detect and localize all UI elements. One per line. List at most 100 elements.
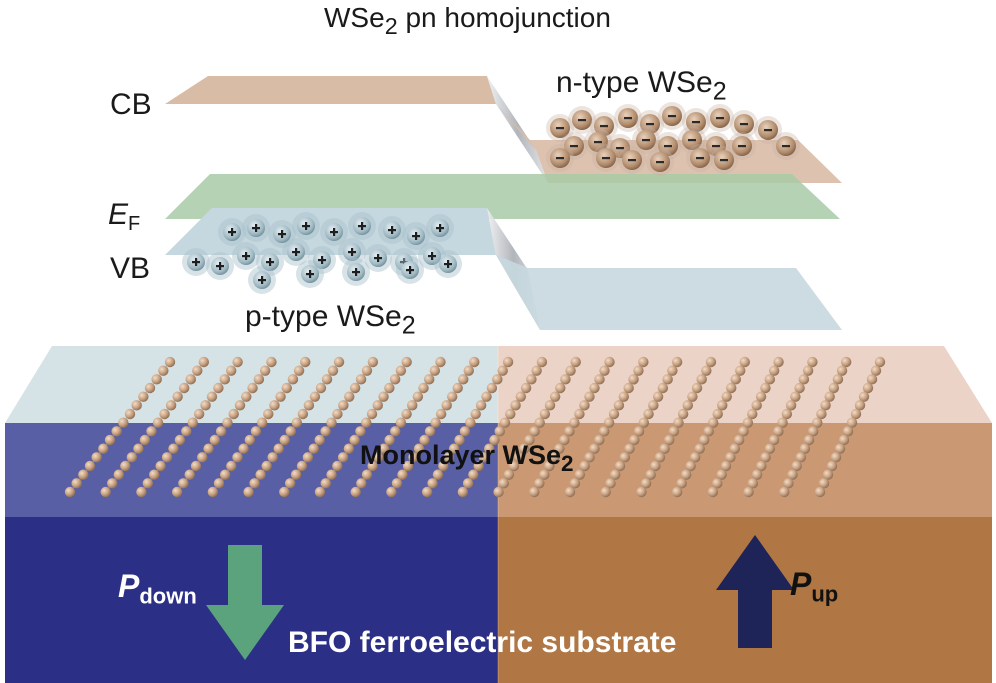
se-atom (619, 452, 630, 463)
electron-minus (646, 123, 654, 126)
se-atom (290, 469, 302, 480)
se-atom (822, 469, 834, 480)
hole (320, 218, 348, 246)
se-atom (384, 434, 395, 446)
se-atom (269, 400, 280, 411)
chain-bond (141, 361, 239, 493)
se-atom (707, 486, 719, 498)
se-atom (349, 382, 361, 394)
se-atom (574, 408, 585, 420)
se-atom (696, 374, 707, 385)
se-atom (219, 374, 230, 385)
hole-plus-v (447, 260, 450, 268)
se-atom (326, 469, 337, 480)
se-atom (226, 460, 237, 472)
chain-bond (283, 361, 374, 493)
se-atom (91, 452, 102, 463)
se-atom (441, 400, 452, 411)
se-atom (273, 443, 284, 454)
se-atom (356, 478, 367, 489)
electron (646, 148, 674, 176)
se-atom (510, 400, 521, 411)
se-atom (652, 391, 664, 402)
se-atom (215, 426, 227, 437)
se-atom (760, 452, 771, 463)
hole-plus-v (409, 266, 412, 274)
se-atom (402, 460, 414, 472)
hole-plus-v (439, 224, 442, 232)
se-atom (275, 391, 286, 402)
se-atom (802, 365, 814, 376)
electron (618, 146, 646, 174)
se-atom (71, 478, 82, 489)
hole (338, 238, 366, 266)
se-atom (828, 382, 840, 394)
hole-plus-v (305, 222, 308, 230)
se-atom (671, 356, 683, 368)
hole-plus-v (261, 276, 264, 284)
se-atom (98, 443, 109, 454)
se-atom (685, 460, 696, 472)
se-atom (104, 434, 116, 446)
electron (728, 132, 756, 160)
se-atom (747, 478, 759, 489)
hole (364, 244, 392, 272)
se-atom (544, 460, 555, 472)
hole-plus-v (309, 270, 312, 278)
hole-plus-v (355, 268, 358, 276)
se-atom (657, 382, 669, 394)
electron-minus (594, 141, 602, 144)
se-atom (111, 426, 122, 437)
se-atom (253, 374, 265, 385)
se-atom (640, 478, 652, 489)
se-atom (725, 452, 736, 463)
se-atom (309, 391, 321, 402)
se-atom (367, 356, 379, 368)
se-atom (255, 469, 266, 480)
se-atom (293, 365, 305, 376)
se-atom (300, 356, 311, 368)
se-atom (443, 452, 454, 463)
p-type-label: p-type WSe2 (245, 300, 416, 340)
hole-plus-v (245, 252, 248, 260)
se-atom (193, 408, 205, 420)
se-atom (247, 382, 258, 394)
electron-minus (628, 159, 636, 162)
se-atom (367, 460, 378, 472)
se-atom (435, 408, 447, 420)
se-atom (338, 400, 349, 411)
hole-plus-v (269, 258, 272, 266)
se-atom (492, 374, 503, 385)
electron-minus (764, 129, 772, 132)
se-atom (505, 408, 516, 420)
atom-chain (279, 356, 379, 498)
se-atom (144, 382, 156, 394)
se-atom (824, 391, 835, 402)
se-atom (213, 478, 225, 489)
se-atom (712, 408, 723, 420)
chain-bond (319, 361, 408, 493)
se-atom (569, 417, 580, 428)
se-atom (421, 486, 433, 498)
electron-minus (692, 121, 700, 124)
se-atom (401, 408, 412, 420)
se-atom (735, 365, 746, 376)
electron (546, 144, 574, 172)
se-atom (407, 400, 418, 411)
hole (396, 256, 424, 284)
se-atom (159, 408, 170, 420)
se-atom (197, 452, 208, 463)
se-atom (184, 469, 195, 480)
atom-chain (779, 356, 852, 498)
se-atom (544, 400, 556, 411)
se-atom (200, 400, 211, 411)
vb-label: VB (110, 252, 151, 285)
se-atom (536, 356, 548, 368)
se-atom (198, 356, 210, 368)
se-atom (594, 374, 605, 385)
se-atom (668, 426, 680, 437)
hole (378, 216, 406, 244)
se-atom (203, 443, 214, 454)
se-atom (733, 434, 745, 446)
